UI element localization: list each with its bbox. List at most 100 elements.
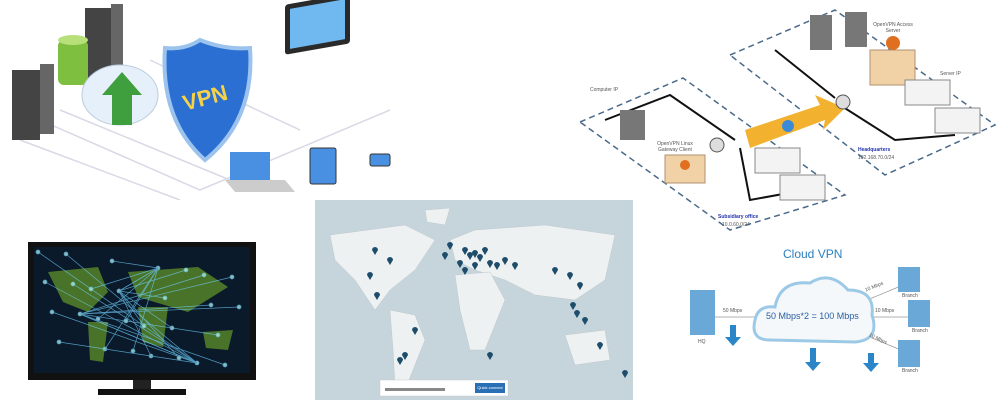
cloud-upload-icon xyxy=(81,64,159,126)
network-link xyxy=(125,267,159,322)
network-node xyxy=(70,281,76,287)
network-node xyxy=(56,339,62,345)
openvpn-logo-icon xyxy=(886,36,900,50)
branch-label: Branch xyxy=(912,328,928,334)
branch-label: Branch xyxy=(902,368,918,374)
location-pin-icon xyxy=(397,357,403,365)
network-link xyxy=(79,276,233,315)
tv-network-map xyxy=(28,242,256,398)
location-pin-icon xyxy=(457,260,463,268)
network-node xyxy=(109,258,115,264)
network-node xyxy=(49,309,55,315)
location-pin-icon xyxy=(374,292,380,300)
network-node xyxy=(63,251,69,257)
server-ip-label: Server IP xyxy=(940,71,961,77)
location-pin-icon xyxy=(574,310,580,318)
shield-icon xyxy=(162,37,253,163)
bandwidth-formula: 50 Mbps*2 = 100 Mbps xyxy=(766,311,859,321)
location-pin-icon xyxy=(412,327,418,335)
cloud-icon xyxy=(752,276,876,344)
network-link xyxy=(72,283,198,364)
location-pin-icon xyxy=(402,352,408,360)
location-pin-icon xyxy=(442,252,448,260)
quick-connect-button[interactable]: Quick connect xyxy=(475,383,505,393)
location-pin-icon xyxy=(477,254,483,262)
network-link xyxy=(132,267,159,352)
hq-label: HQ xyxy=(698,339,706,345)
router-icon xyxy=(709,137,725,153)
phone-icon xyxy=(369,153,391,167)
location-pin-icon xyxy=(447,242,453,250)
server-icon xyxy=(12,64,54,140)
branch-link-label: 10 Mbps xyxy=(875,308,895,314)
laptop-icon xyxy=(225,152,295,192)
location-pin-icon xyxy=(462,267,468,275)
network-node xyxy=(169,325,175,331)
tablet-icon xyxy=(309,147,337,185)
network-link xyxy=(58,341,198,364)
network-node xyxy=(208,302,214,308)
cloud-vpn-diagram: Cloud VPN 50 Mbps*2 = 100 Mbps 50 Mbps 1… xyxy=(680,245,990,390)
openvpn-network-diagram: Computer IP OpenVPN Linux Gateway Client… xyxy=(575,0,1000,232)
headquarters-label: Headquarters xyxy=(858,147,891,153)
network-node xyxy=(236,304,242,310)
branch-label: Branch xyxy=(902,293,918,299)
router-icon xyxy=(835,94,851,110)
location-pin-icon xyxy=(472,262,478,270)
network-link xyxy=(79,306,240,315)
gateway-box xyxy=(664,154,706,184)
location-pin-icon xyxy=(462,247,468,255)
location-pin-icon xyxy=(487,352,493,360)
access-server-label: OpenVPN Access Server xyxy=(873,22,913,34)
network-link xyxy=(90,267,159,290)
network-node xyxy=(141,323,147,329)
network-node xyxy=(201,272,207,278)
computer-ip-label: Computer IP xyxy=(590,87,619,93)
server-icon xyxy=(85,4,123,78)
access-server-box xyxy=(869,49,916,86)
vpn-tunnel xyxy=(745,95,845,148)
network-link xyxy=(51,311,198,364)
user-workstation-icon xyxy=(620,12,867,140)
location-pin-icon xyxy=(577,282,583,290)
network-link xyxy=(37,251,198,364)
network-node xyxy=(88,286,94,292)
location-pin-icon xyxy=(387,257,393,265)
location-pin-icon xyxy=(367,272,373,280)
location-pin-icon xyxy=(482,247,488,255)
database-icon xyxy=(58,35,88,85)
network-link xyxy=(118,267,159,292)
network-node xyxy=(229,274,235,280)
network-link xyxy=(65,253,198,364)
location-pin-icon xyxy=(494,262,500,270)
cloud-vpn-title: Cloud VPN xyxy=(783,247,843,261)
location-pin-icon xyxy=(622,370,628,378)
network-node xyxy=(42,279,48,285)
location-pin-icon xyxy=(487,260,493,268)
network-node xyxy=(183,267,189,273)
network-link xyxy=(111,260,159,269)
location-pin-icon xyxy=(570,302,576,310)
location-pin-icon xyxy=(567,272,573,280)
gateway-client-label: OpenVPN Linux Gateway Client xyxy=(657,141,693,153)
building-icon xyxy=(690,267,930,367)
network-node xyxy=(35,249,41,255)
location-pin-icon xyxy=(467,252,473,260)
location-pin-icon xyxy=(597,342,603,350)
network-link xyxy=(79,313,198,364)
network-node xyxy=(123,318,129,324)
hq-link-label: 50 Mbps xyxy=(723,308,743,314)
location-pin-icon xyxy=(372,247,378,255)
subsidiary-subnet: 10.0.60.0/24 xyxy=(722,222,750,228)
network-node xyxy=(222,362,228,368)
network-link xyxy=(118,269,187,292)
download-arrow-icon xyxy=(725,325,879,372)
network-node xyxy=(215,332,221,338)
location-pin-icon xyxy=(552,267,558,275)
network-node xyxy=(130,348,136,354)
vpn-illustration: VPN xyxy=(0,0,400,200)
subsidiary-label: Subsidiary office xyxy=(718,214,759,220)
network-node xyxy=(162,295,168,301)
location-pin-icon xyxy=(512,262,518,270)
openvpn-logo-icon xyxy=(680,160,690,170)
